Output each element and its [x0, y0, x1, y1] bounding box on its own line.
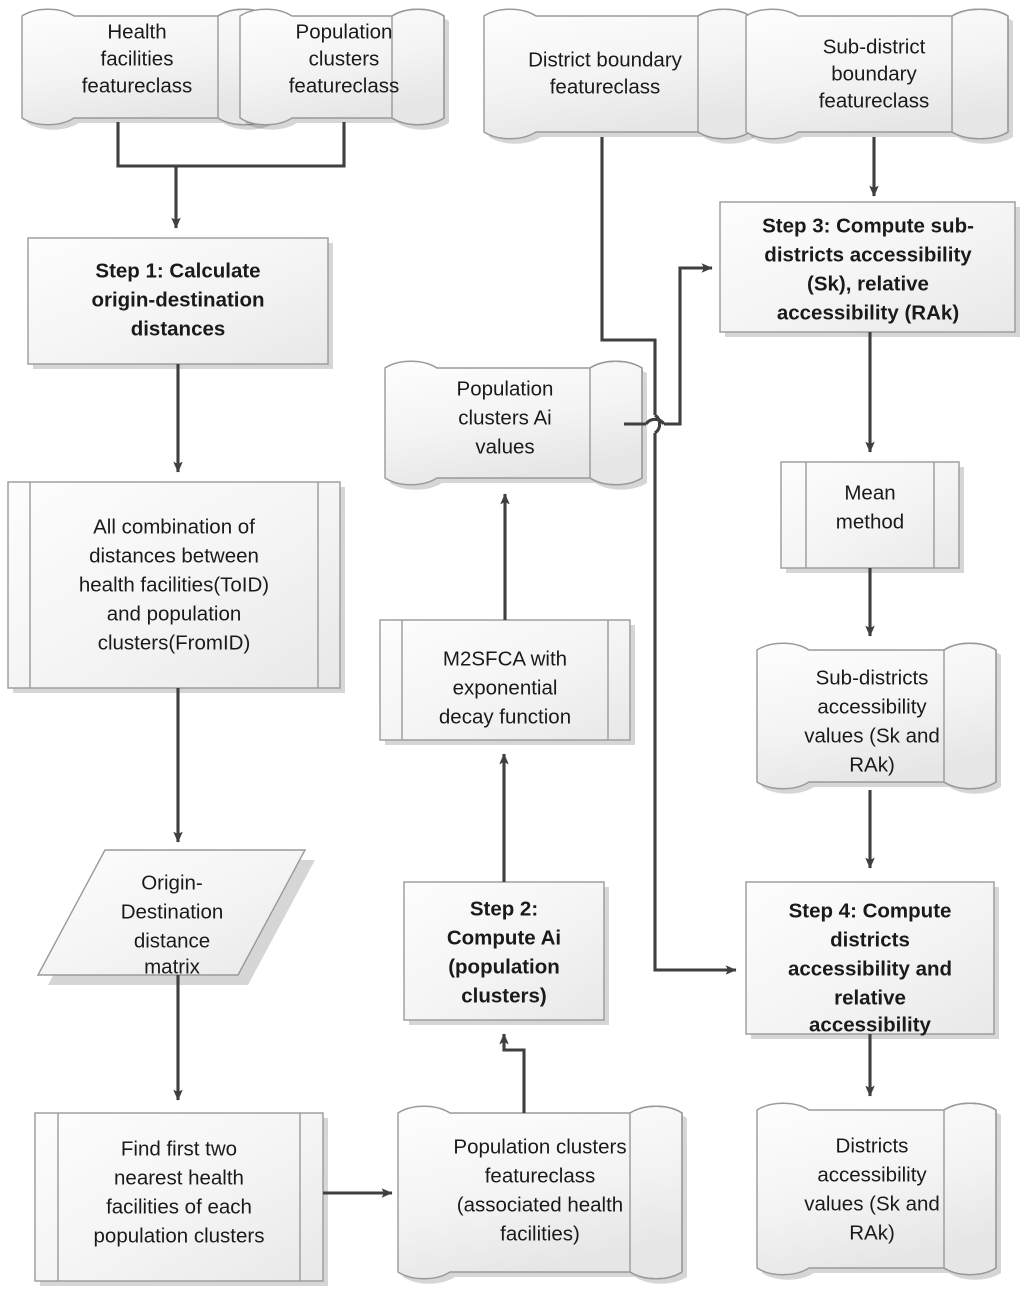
- node-label-line: decay function: [439, 705, 571, 728]
- edge-popclustersassoc-to-step2: [499, 1033, 526, 1113]
- node-label-line: Population: [457, 377, 554, 400]
- node-label-line: Health: [107, 20, 166, 43]
- node-label-line: Population clusters: [453, 1135, 626, 1158]
- node-step-3[interactable]: Step 3: Compute sub- districts accessibi…: [719, 201, 1020, 337]
- node-label-line: Sub-districts: [816, 666, 929, 689]
- node-label-line: boundary: [831, 62, 917, 85]
- node-label-line: clusters): [461, 984, 546, 1007]
- node-population-clusters-associated[interactable]: Population clusters featureclass (associ…: [397, 1105, 687, 1284]
- node-population-clusters-featureclass[interactable]: Population clusters featureclass: [239, 8, 449, 130]
- node-label-line: and population: [107, 602, 242, 625]
- edge-health-to-step1: [116, 122, 176, 168]
- node-all-combination-of-distances[interactable]: All combination of distances between hea…: [7, 481, 345, 693]
- node-label-line: facilities: [101, 47, 174, 70]
- node-label-line: facilities of each: [106, 1195, 252, 1218]
- node-health-facilities-featureclass[interactable]: Health facilities featureclass: [21, 8, 275, 130]
- node-find-first-two-nearest[interactable]: Find first two nearest health facilities…: [34, 1112, 328, 1286]
- edge-district-to-step4-tail: [653, 433, 737, 975]
- node-label-line: All combination of: [93, 515, 255, 538]
- node-label-line: method: [836, 510, 904, 533]
- node-label-line: clusters Ai: [458, 406, 551, 429]
- node-label-line: Destination: [121, 900, 224, 923]
- edge-district-to-step4: [600, 137, 657, 415]
- node-label-line: population clusters: [94, 1224, 265, 1247]
- edge-aivalues-to-step3-seg2: [664, 263, 713, 426]
- node-label-line: Compute Ai: [447, 926, 561, 949]
- node-label-line: Step 2:: [470, 897, 538, 920]
- edge-aivalues-to-step3-hop: [644, 417, 666, 426]
- node-m2sfca[interactable]: M2SFCA with exponential decay function: [379, 619, 635, 745]
- node-label-line: Step 3: Compute sub-: [762, 214, 974, 237]
- node-label-line: values (Sk and: [804, 724, 940, 747]
- node-label-line: distances between: [89, 544, 259, 567]
- edge-district-to-step4-hop: [653, 413, 662, 435]
- node-label-line: RAk): [849, 753, 895, 776]
- node-label-line: (associated health: [457, 1193, 623, 1216]
- node-label-line: featureclass: [485, 1164, 596, 1187]
- node-label-line: origin-destination: [91, 288, 264, 311]
- node-label-line: Step 4: Compute: [789, 899, 952, 922]
- node-district-boundary-featureclass[interactable]: District boundary featureclass: [483, 8, 755, 144]
- node-label-line: clusters: [309, 47, 380, 70]
- node-label-line: Step 1: Calculate: [95, 259, 260, 282]
- node-label-line: RAk): [849, 1221, 895, 1244]
- node-label-line: (population: [448, 955, 560, 978]
- node-label-line: health facilities(ToID): [79, 573, 269, 596]
- node-step-2[interactable]: Step 2: Compute Ai (population clusters): [403, 881, 609, 1025]
- node-label-line: distances: [131, 317, 226, 340]
- node-label-line: (Sk), relative: [807, 272, 929, 295]
- node-label-line: Mean: [844, 481, 895, 504]
- node-districts-accessibility-values[interactable]: Districts accessibility values (Sk and R…: [756, 1102, 1001, 1280]
- node-label-line: clusters(FromID): [98, 631, 251, 654]
- node-label-line: facilities): [500, 1222, 580, 1245]
- node-label-line: values (Sk and: [804, 1192, 940, 1215]
- node-label-line: Find first two: [121, 1137, 237, 1160]
- node-label-line: districts accessibility: [764, 243, 972, 266]
- node-label-line: District boundary: [528, 48, 683, 71]
- node-label-line: distance: [134, 929, 210, 952]
- node-sub-district-boundary-featureclass[interactable]: Sub-district boundary featureclass: [745, 8, 1013, 144]
- node-label-line: accessibility: [809, 1013, 932, 1036]
- node-label-line: accessibility (RAk): [777, 301, 959, 324]
- node-sub-districts-accessibility-values[interactable]: Sub-districts accessibility values (Sk a…: [756, 642, 1001, 794]
- node-label-line: matrix: [144, 955, 201, 978]
- node-label-line: districts: [830, 928, 910, 951]
- node-label-line: Sub-district: [823, 35, 926, 58]
- node-mean-method[interactable]: Mean method: [780, 461, 964, 573]
- node-label-line: featureclass: [819, 89, 930, 112]
- node-label-line: exponential: [453, 676, 558, 699]
- node-label-line: M2SFCA with: [443, 647, 567, 670]
- node-step-1[interactable]: Step 1: Calculate origin-destination dis…: [27, 237, 333, 369]
- node-step-4[interactable]: Step 4: Compute districts accessibility …: [745, 881, 999, 1039]
- node-label-line: accessibility: [817, 695, 927, 718]
- node-label-line: featureclass: [550, 75, 661, 98]
- node-label-line: Origin-: [141, 871, 203, 894]
- edge-population-to-step1: [176, 122, 346, 168]
- node-label-line: featureclass: [289, 74, 400, 97]
- node-label-line: values: [475, 435, 534, 458]
- node-label-line: Districts: [836, 1134, 909, 1157]
- node-label-line: relative: [834, 986, 906, 1009]
- node-population-clusters-ai-values[interactable]: Population clusters Ai values: [384, 360, 647, 490]
- node-label-line: accessibility: [817, 1163, 927, 1186]
- node-label-line: Population: [296, 20, 393, 43]
- node-label-line: featureclass: [82, 74, 193, 97]
- node-label-line: nearest health: [114, 1166, 244, 1189]
- node-origin-destination-distance-matrix[interactable]: Origin- Destination distance matrix: [36, 849, 315, 985]
- node-label-line: accessibility and: [788, 957, 952, 980]
